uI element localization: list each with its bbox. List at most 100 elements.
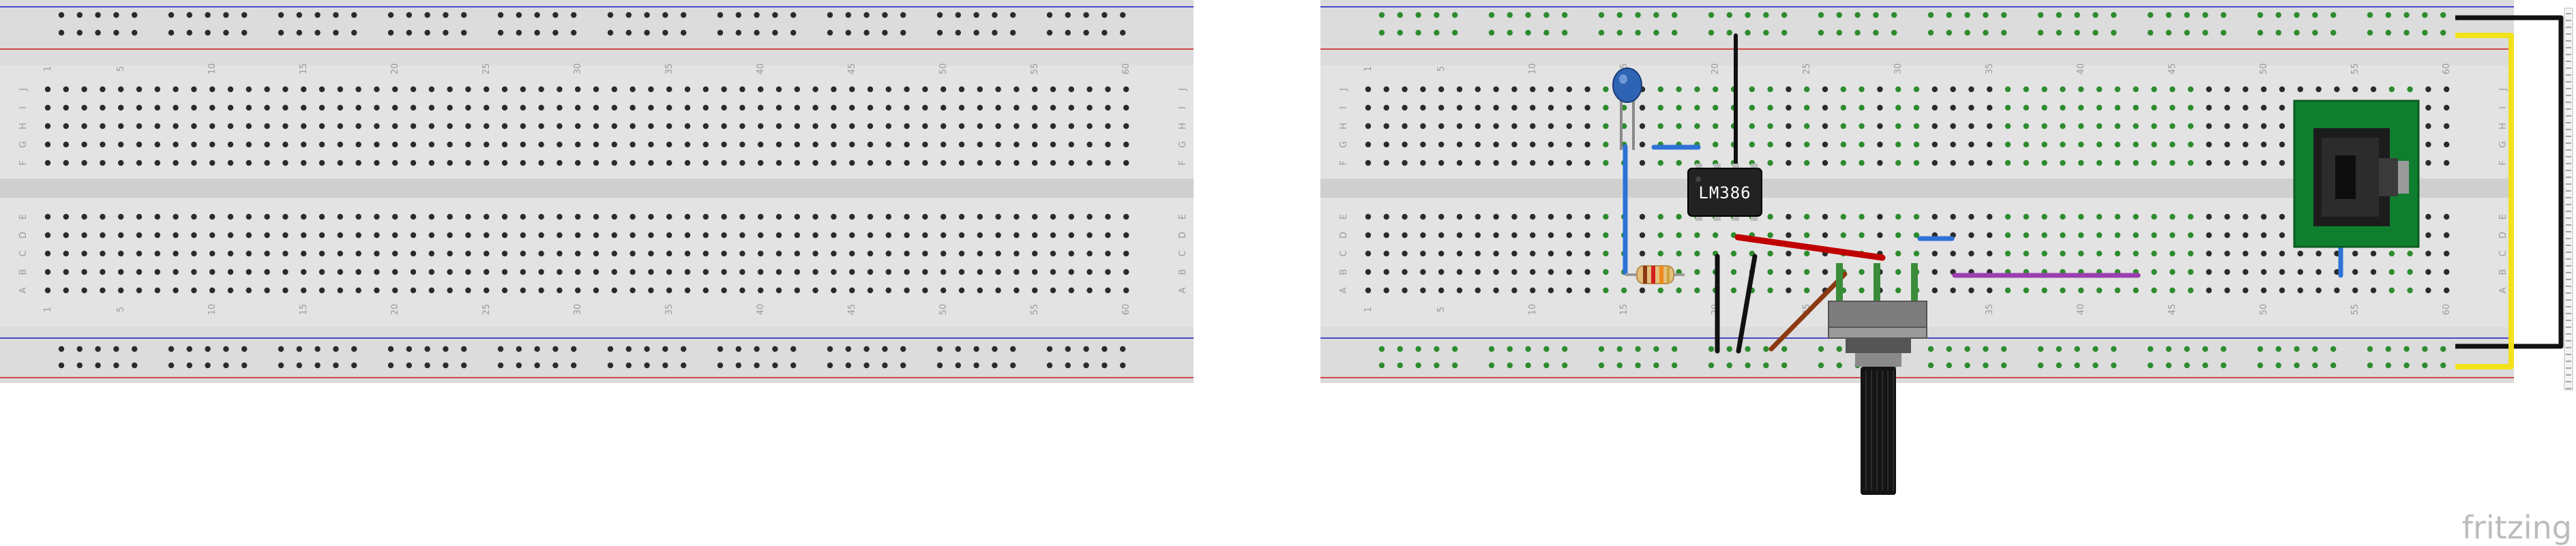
terminal-hole: [227, 160, 234, 166]
row-letter: C: [2498, 250, 2508, 256]
terminal-hole: [191, 86, 197, 93]
terminal-hole: [1420, 213, 1426, 220]
rail-hole: [1726, 12, 1732, 18]
terminal-hole: [611, 287, 617, 294]
terminal-hole: [447, 269, 453, 275]
rail-hole: [2312, 362, 2318, 369]
terminal-hole: [1068, 160, 1075, 166]
rail-hole: [845, 362, 852, 369]
terminal-hole: [118, 86, 124, 93]
rail-hole: [314, 346, 321, 352]
row-letter: B: [1178, 269, 1188, 275]
terminal-hole: [501, 123, 508, 130]
terminal-hole: [63, 213, 70, 220]
terminal-hole: [812, 86, 818, 93]
terminal-hole: [702, 123, 709, 130]
terminal-hole: [1438, 141, 1445, 148]
terminal-hole: [1511, 287, 1518, 294]
rail-hole: [625, 362, 632, 369]
row-letter: A: [1339, 287, 1349, 293]
terminal-hole: [2170, 86, 2176, 93]
terminal-hole: [209, 232, 216, 239]
terminal-hole: [501, 250, 508, 257]
rail-hole: [827, 362, 833, 369]
rail-hole: [2367, 12, 2373, 18]
terminal-hole: [1511, 269, 1518, 275]
terminal-hole: [1913, 232, 1920, 239]
column-number: 40: [756, 63, 766, 75]
terminal-hole: [557, 287, 563, 294]
terminal-hole: [2114, 141, 2120, 148]
terminal-hole: [1566, 86, 1572, 93]
rail-hole: [1726, 29, 1732, 36]
terminal-hole: [1032, 86, 1038, 93]
terminal-hole: [1987, 250, 1993, 257]
terminal-hole: [1657, 213, 1663, 220]
terminal-hole: [501, 141, 508, 148]
terminal-hole: [2060, 250, 2066, 257]
terminal-hole: [2425, 104, 2431, 111]
rail-hole: [1562, 12, 1568, 18]
terminal-hole: [1566, 104, 1572, 111]
rail-hole: [186, 12, 192, 18]
terminal-hole: [2425, 141, 2431, 148]
terminal-hole: [1032, 250, 1038, 257]
rail-hole: [1927, 346, 1934, 352]
terminal-hole: [282, 213, 288, 220]
terminal-hole: [2187, 160, 2194, 166]
terminal-hole: [1548, 104, 1554, 111]
terminal-hole: [355, 232, 361, 239]
rail-hole: [278, 12, 284, 18]
terminal-hole: [1105, 213, 1111, 220]
terminal-hole: [794, 160, 801, 166]
terminal-hole: [1913, 160, 1920, 166]
terminal-hole: [831, 232, 837, 239]
rail-hole: [644, 362, 650, 369]
terminal-hole: [1493, 141, 1499, 148]
terminal-hole: [2242, 160, 2249, 166]
rail-hole: [754, 12, 760, 18]
terminal-hole: [2078, 287, 2084, 294]
terminal-hole: [209, 287, 216, 294]
terminal-hole: [904, 86, 910, 93]
rail-hole: [1635, 362, 1641, 369]
terminal-hole: [1767, 269, 1773, 275]
terminal-hole: [154, 232, 160, 239]
terminal-hole: [1402, 213, 1408, 220]
rail-hole: [1434, 12, 1440, 18]
column-number: 55: [2350, 63, 2360, 75]
terminal-hole: [209, 250, 216, 257]
terminal-hole: [1548, 141, 1554, 148]
rail-hole: [1507, 12, 1513, 18]
rail-hole: [2385, 12, 2391, 18]
terminal-hole: [684, 213, 691, 220]
terminal-hole: [2297, 269, 2303, 275]
rail-hole: [955, 29, 962, 36]
rail-hole: [1397, 12, 1403, 18]
terminal-hole: [831, 104, 837, 111]
terminal-hole: [173, 269, 179, 275]
terminal-hole: [1877, 86, 1883, 93]
terminal-hole: [100, 287, 106, 294]
terminal-hole: [2060, 86, 2066, 93]
rail-hole: [241, 362, 248, 369]
rail-hole: [1946, 29, 1952, 36]
terminal-hole: [1548, 287, 1554, 294]
terminal-hole: [941, 232, 947, 239]
terminal-hole: [1676, 86, 1682, 93]
row-letter: G: [1178, 141, 1188, 148]
terminal-hole: [702, 269, 709, 275]
terminal-hole: [831, 269, 837, 275]
rail-hole: [936, 29, 943, 36]
terminal-hole: [264, 160, 270, 166]
terminal-hole: [118, 104, 124, 111]
terminal-hole: [227, 123, 234, 130]
terminal-hole: [1086, 86, 1093, 93]
terminal-hole: [721, 287, 727, 294]
terminal-hole: [758, 213, 764, 220]
terminal-hole: [246, 287, 252, 294]
rail-hole: [681, 29, 687, 36]
rail-hole: [1708, 12, 1715, 18]
rail-hole: [900, 12, 906, 18]
terminal-hole: [264, 104, 270, 111]
